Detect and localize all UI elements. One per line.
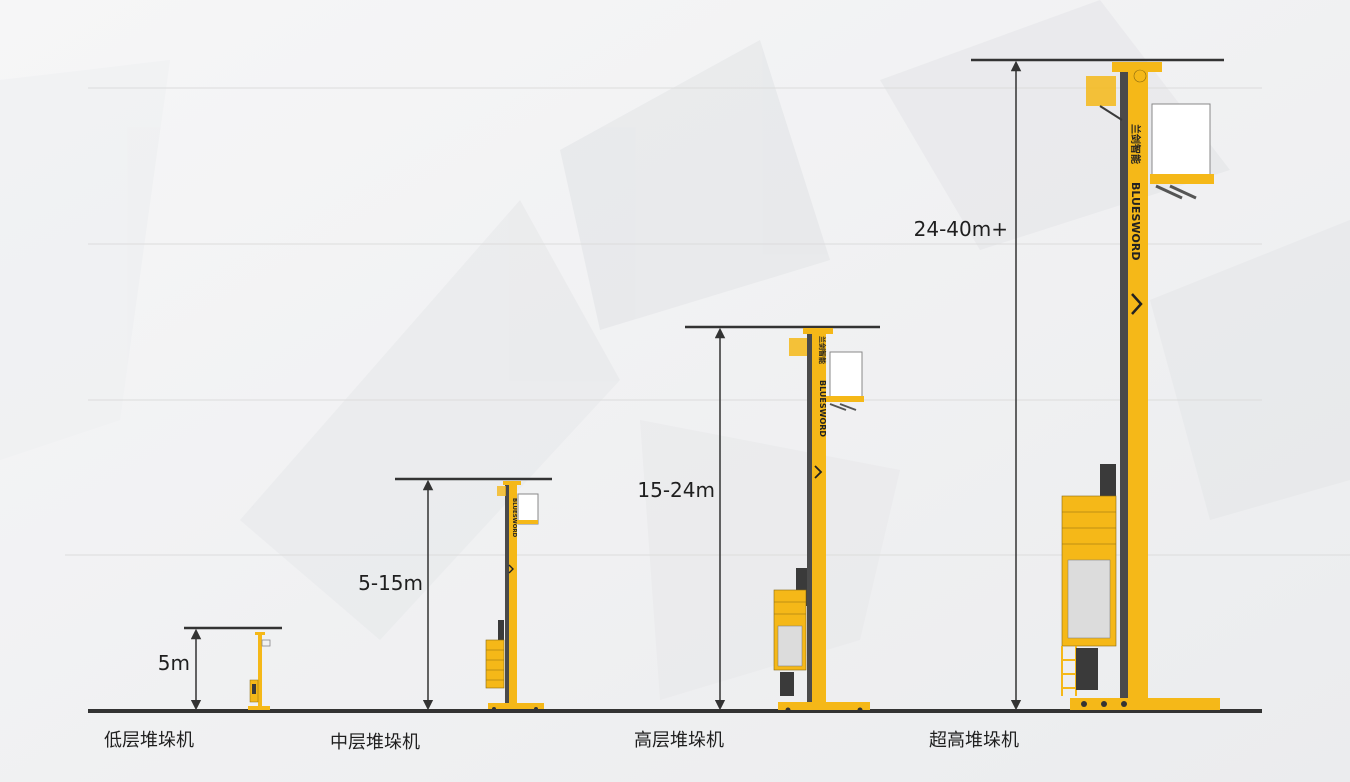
- horizontal-guide-lines: [65, 87, 1350, 556]
- machine-name: 中层堆垛机: [330, 732, 420, 753]
- height-label: 24-40m+: [914, 217, 1008, 241]
- brand-logo-icon: [1131, 293, 1143, 315]
- machine-name: 高层堆垛机: [634, 730, 724, 751]
- height-label: 5m: [158, 651, 190, 675]
- brand-text: BLUESWORD: [511, 498, 517, 538]
- machine-name: 超高堆垛机: [929, 730, 1019, 751]
- stacker-crane-mid: BLUESWORD: [485, 481, 544, 711]
- brand-text: BLUESWORD: [818, 380, 827, 437]
- height-label: 5-15m: [358, 571, 423, 595]
- stacker-crane-low: [248, 632, 271, 710]
- stacker-crane-ultra-high: BLUESWORD 兰剑智能: [1061, 62, 1220, 710]
- machine-name: 低层堆垛机: [104, 730, 194, 751]
- brand-logo-icon: [508, 564, 514, 574]
- machine-low: 5m 低层堆垛机: [104, 626, 282, 751]
- machine-high: 15-24m BLUESWORD 兰剑智能 高层堆垛机: [634, 325, 880, 751]
- brand-logo-icon: [814, 465, 823, 479]
- height-label: 15-24m: [637, 478, 715, 502]
- stacker-crane-high: BLUESWORD 兰剑智能: [773, 328, 870, 713]
- brand-cn-text: 兰剑智能: [1129, 124, 1142, 164]
- machine-mid: 5-15m BLUESWORD 中层堆垛机: [330, 477, 552, 753]
- brand-text: BLUESWORD: [1129, 182, 1142, 260]
- machine-ultra-high: 24-40m+ BLUESWORD 兰剑智能: [914, 58, 1224, 751]
- brand-cn-text: 兰剑智能: [818, 336, 827, 364]
